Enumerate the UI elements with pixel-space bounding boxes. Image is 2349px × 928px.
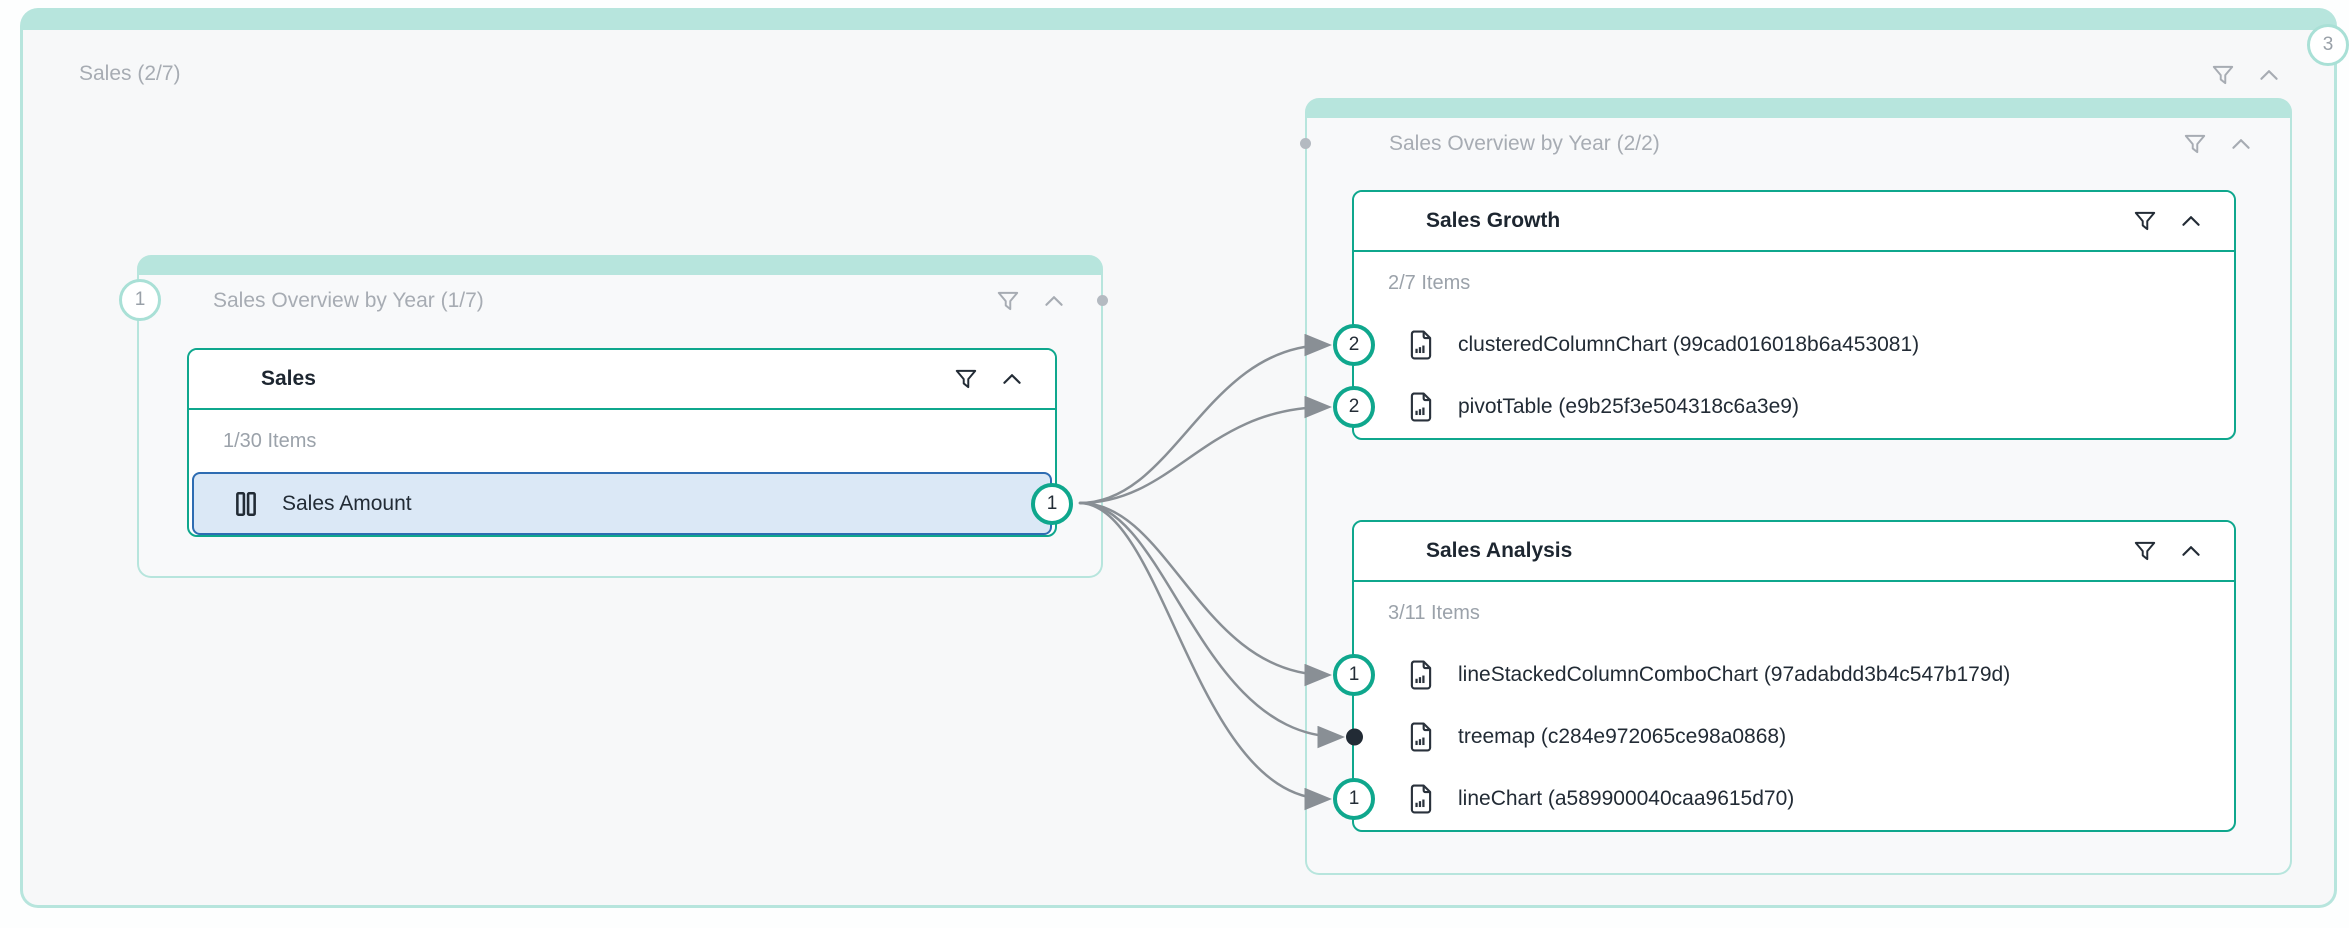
item-label: clusteredColumnChart (99cad016018b6a4530… — [1458, 333, 1920, 356]
collapse-chevron-up-icon[interactable] — [2178, 538, 2204, 564]
panel-sales-overview-2: Sales Overview by Year (2/2) Sales Growt… — [1300, 98, 2292, 875]
panel-title: Sales Overview by Year (2/2) — [1389, 132, 1660, 155]
collapse-chevron-up-icon[interactable] — [2256, 62, 2282, 88]
table-title: Sales Growth — [1426, 209, 1561, 232]
filter-icon[interactable] — [953, 366, 979, 392]
list-item-treemap[interactable]: treemap (c284e972065ce98a0868) — [1346, 706, 2234, 768]
list-item-clustered-column-chart[interactable]: 2 clusteredColumnChart (99cad016018b6a45… — [1333, 314, 2234, 376]
list-item-sales-amount[interactable]: Sales Amount 1 — [192, 472, 1073, 535]
collapse-chevron-up-icon[interactable] — [2228, 131, 2254, 157]
filter-icon[interactable] — [995, 288, 1021, 314]
connector-dot — [1346, 728, 1363, 746]
table-sales: Sales 1/30 Items Sales Amount 1 — [187, 348, 1073, 537]
item-label: lineStackedColumnComboChart (97adabdd3b4… — [1458, 663, 2011, 686]
list-item-pivot-table[interactable]: 2 pivotTable (e9b25f3e504318c6a3e9) — [1333, 376, 2234, 438]
table-title: Sales — [261, 367, 316, 390]
report-page-icon — [1408, 392, 1434, 422]
group-count-badge: 3 — [2307, 24, 2349, 66]
item-label: treemap (c284e972065ce98a0868) — [1458, 725, 1787, 748]
connector-port — [1300, 138, 1311, 149]
item-label: lineChart (a589900040caa9615d70) — [1458, 787, 1795, 810]
table-sales-growth: Sales Growth 2/7 Items 2 clusteredColumn… — [1333, 190, 2236, 440]
panel-title: Sales Overview by Year (1/7) — [213, 289, 484, 312]
connection-count-badge: 1 — [1031, 482, 1073, 525]
connector-port — [1097, 295, 1108, 306]
panel-input-count-badge: 1 — [119, 279, 161, 321]
report-page-icon — [1408, 330, 1434, 360]
group-title: Sales (2/7) — [79, 62, 181, 85]
item-label: Sales Amount — [282, 491, 412, 515]
connection-count-badge: 2 — [1333, 386, 1375, 428]
panel-sales-overview-1: 1 Sales Overview by Year (1/7) Sales 1/ — [119, 255, 1108, 578]
filter-icon[interactable] — [2210, 62, 2236, 88]
report-page-icon — [1408, 660, 1434, 690]
items-count: 2/7 Items — [1388, 271, 1471, 294]
connection-count-badge: 2 — [1333, 324, 1375, 366]
group-sales: Sales (2/7) 3 1 Sales Overview by Year (… — [20, 8, 2349, 908]
report-page-icon — [1408, 722, 1434, 752]
filter-icon[interactable] — [2132, 208, 2158, 234]
item-label: pivotTable (e9b25f3e504318c6a3e9) — [1458, 395, 1799, 418]
column-field-icon — [232, 490, 260, 518]
list-item-line-stacked-column-combo-chart[interactable]: 1 lineStackedColumnComboChart (97adabdd3… — [1333, 644, 2234, 706]
report-page-icon — [1408, 784, 1434, 814]
filter-icon[interactable] — [2132, 538, 2158, 564]
table-title: Sales Analysis — [1426, 539, 1573, 562]
connection-count-badge: 1 — [1333, 654, 1375, 696]
collapse-chevron-up-icon[interactable] — [2178, 208, 2204, 234]
items-count: 3/11 Items — [1388, 601, 1480, 624]
collapse-chevron-up-icon[interactable] — [999, 366, 1025, 392]
table-sales-analysis: Sales Analysis 3/11 Items 1 lineStackedC… — [1333, 520, 2236, 832]
items-count: 1/30 Items — [223, 429, 317, 452]
list-item-line-chart[interactable]: 1 lineChart (a589900040caa9615d70) — [1333, 768, 2234, 830]
collapse-chevron-up-icon[interactable] — [1041, 288, 1067, 314]
connection-count-badge: 1 — [1333, 778, 1375, 820]
filter-icon[interactable] — [2182, 131, 2208, 157]
